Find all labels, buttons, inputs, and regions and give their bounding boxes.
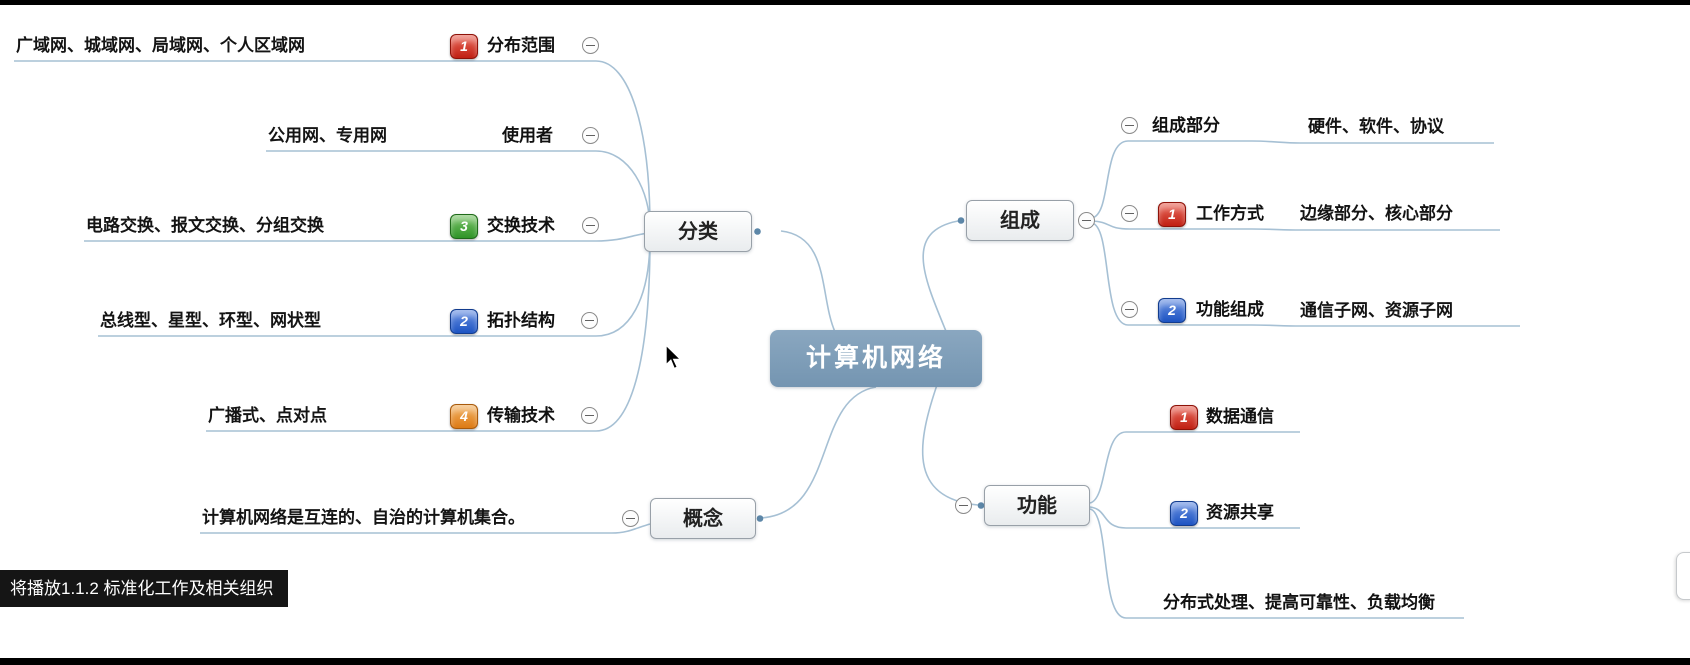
subtopic-switching[interactable]: 交换技术 (487, 216, 555, 235)
collapse-minus-icon[interactable] (582, 127, 599, 144)
collapse-minus-icon[interactable] (955, 497, 972, 514)
subtopic-transmission[interactable]: 传输技术 (487, 406, 555, 425)
collapse-minus-icon[interactable] (582, 217, 599, 234)
connector-path (759, 386, 877, 519)
leaf-working-mode-detail[interactable]: 边缘部分、核心部分 (1300, 204, 1453, 223)
collapse-minus-icon[interactable] (582, 37, 599, 54)
mouse-cursor-icon (665, 344, 683, 370)
subtopic-distributed-processing[interactable]: 分布式处理、提高可靠性、负载均衡 (1163, 593, 1435, 612)
leaf-user-detail[interactable]: 公用网、专用网 (268, 126, 387, 145)
topic-classification[interactable]: 分类 (644, 211, 752, 252)
leaf-components-detail[interactable]: 硬件、软件、协议 (1308, 117, 1444, 136)
connector-path (14, 60, 651, 229)
leaf-concept-definition[interactable]: 计算机网络是互连的、自治的计算机集合。 (202, 508, 525, 527)
collapse-minus-icon[interactable] (1078, 212, 1095, 229)
connector-path (1089, 506, 1300, 529)
numbered-badge-2: 2 (450, 309, 478, 334)
topic-concept[interactable]: 概念 (650, 498, 756, 539)
connector-path (1089, 508, 1464, 619)
subtopic-topology[interactable]: 拓扑结构 (487, 311, 555, 330)
leaf-switching-detail[interactable]: 电路交换、报文交换、分组交换 (86, 216, 324, 235)
leaf-topology-detail[interactable]: 总线型、星型、环型、网状型 (100, 311, 321, 330)
connector-path (921, 381, 979, 506)
topic-function[interactable]: 功能 (984, 485, 1090, 526)
collapse-minus-icon[interactable] (1121, 301, 1138, 318)
leaf-functional-composition-detail[interactable]: 通信子网、资源子网 (1300, 301, 1453, 320)
subtopic-data-communication[interactable]: 数据通信 (1206, 407, 1274, 426)
video-next-toast: 将播放1.1.2 标准化工作及相关组织 (0, 570, 288, 607)
subtopic-resource-sharing[interactable]: 资源共享 (1206, 503, 1274, 522)
numbered-badge-1: 1 (450, 34, 478, 59)
collapse-minus-icon[interactable] (581, 407, 598, 424)
leaf-scope-detail[interactable]: 广域网、城域网、局域网、个人区域网 (16, 36, 305, 55)
subtopic-scope[interactable]: 分布范围 (487, 36, 555, 55)
collapse-minus-icon[interactable] (1121, 117, 1138, 134)
junction-dot (957, 217, 965, 224)
connector-path (1089, 431, 1300, 504)
collapse-minus-icon[interactable] (622, 510, 639, 527)
numbered-badge-1: 1 (1158, 202, 1186, 227)
subtopic-components[interactable]: 组成部分 (1152, 116, 1220, 135)
topic-composition[interactable]: 组成 (966, 200, 1074, 241)
numbered-badge-2: 2 (1170, 501, 1198, 526)
subtopic-functional-composition[interactable]: 功能组成 (1196, 300, 1264, 319)
junction-dot (977, 502, 985, 509)
connector-path (922, 220, 959, 337)
subtopic-working-mode[interactable]: 工作方式 (1196, 204, 1264, 223)
leaf-transmission-detail[interactable]: 广播式、点对点 (208, 406, 327, 425)
numbered-badge-4: 4 (450, 404, 478, 429)
central-topic[interactable]: 计算机网络 (770, 330, 982, 387)
collapse-minus-icon[interactable] (581, 312, 598, 329)
numbered-badge-1: 1 (1170, 405, 1198, 430)
junction-dot (756, 515, 764, 522)
numbered-badge-2: 2 (1158, 298, 1186, 323)
letterbox-bar-top (0, 0, 1690, 5)
connector-path (98, 236, 651, 337)
connector-path (1091, 140, 1494, 219)
connector-path (1091, 222, 1520, 327)
connector-path (206, 237, 651, 432)
subtopic-user[interactable]: 使用者 (502, 126, 553, 145)
connector-path (200, 523, 651, 534)
junction-dot (754, 228, 761, 235)
numbered-badge-3: 3 (450, 214, 478, 239)
connector-path (1091, 220, 1500, 231)
collapse-minus-icon[interactable] (1121, 205, 1138, 222)
letterbox-bar-bottom (0, 658, 1690, 665)
side-panel-edge[interactable] (1676, 552, 1690, 600)
